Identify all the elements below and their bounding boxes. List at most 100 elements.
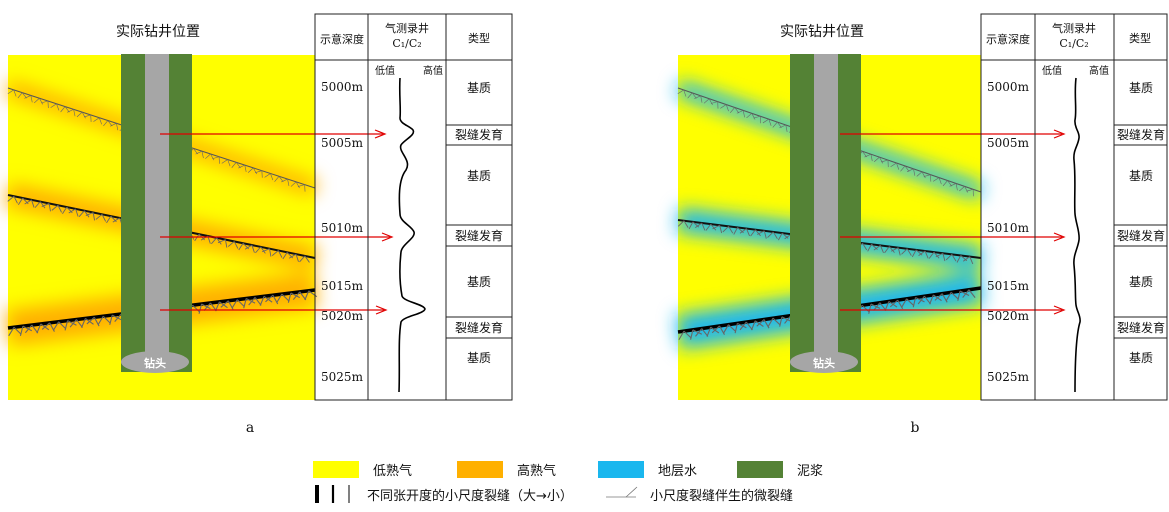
micro-fracture-tick [734,323,738,334]
micro-fracture-tick [945,292,952,302]
legend-micro: 小尺度裂缝伴生的微裂缝 [604,484,793,504]
micro-fracture-tick [683,330,692,339]
col-type: 类型 [1129,31,1151,45]
micro-fracture-tick [757,230,765,235]
micro-fracture-tick [57,205,62,213]
micro-fracture-tick [751,113,756,120]
micro-fracture-tick [730,107,735,114]
micro-fracture-tick [959,186,965,192]
micro-fracture-tick [890,247,899,252]
micro-fracture-tick [231,162,237,168]
micro-fracture-tick [81,318,86,328]
micro-fracture-tick [68,208,76,214]
type-label: 裂缝发育 [1117,320,1165,335]
drill-pipe [814,54,838,356]
micro-fracture-tick [868,303,872,314]
micro-fracture-tick [233,241,239,249]
micro-fracture-tick [772,121,778,128]
micro-fracture-tick [253,167,257,175]
micro-fracture-tick [700,95,703,103]
micro-fracture-tick [41,100,49,104]
micro-fracture-tick [304,255,310,263]
micro-fracture-tick [259,296,265,306]
micro-fracture-tick [109,123,117,127]
micro-fracture-tick [896,162,900,170]
depth-label: 5020m [321,309,364,323]
micro-fracture-tick [864,153,872,158]
micro-fracture-tick [292,291,301,300]
micro-fracture-tick [917,295,925,305]
micro-fracture-tick [41,203,50,207]
micro-fracture-tick [287,178,290,186]
panel-caption: a [246,420,254,436]
log-table [980,13,1168,401]
micro-fracture-tick [98,117,102,125]
micro-fracture-tick [962,289,970,298]
micro-fracture-tick [683,220,689,228]
legend-mud: 泥浆 [737,459,823,479]
legend-fracture-label: 不同张开度的小尺度裂缝（大→小） [367,488,573,504]
micro-fracture-tick [862,242,868,251]
micro-fracture-tick [751,320,756,331]
micro-fracture-tick [785,124,788,132]
type-label: 基质 [1129,81,1153,95]
depth-labels: 5000m 5005m 5010m 5015m 5020m 5025m [321,80,364,384]
micro-fracture-tick [942,180,948,187]
micro-fracture-tick [13,89,17,97]
micro-fracture-tick [677,89,684,94]
micro-fracture-tick [198,303,203,314]
micro-fracture-tick [720,104,727,109]
micro-fracture-tick [95,213,103,220]
micro-fracture-tick [881,159,889,163]
micro-fracture-tick [260,246,266,254]
micro-fracture-tick [918,250,926,257]
micro-fracture-tick [708,98,713,106]
micro-fracture-tick [933,251,940,259]
micro-fracture-tick [779,124,786,129]
micro-fracture-tick [19,326,24,336]
micro-fracture-tick [76,319,83,328]
depth-label: 5025m [987,370,1030,384]
micro-fracture-tick [706,327,712,337]
micro-fracture-tick [269,248,272,257]
depth-label: 5010m [321,221,364,235]
micro-fracture-tick [928,251,935,259]
micro-fracture-icon [606,486,638,498]
figure: 实际钻井位置 钻头 示意深度 气测录井 C₁/C₂ [5,13,1168,436]
type-label: 基质 [1129,351,1153,365]
micro-fracture-tick [201,151,204,159]
panel-a: 实际钻井位置 钻头 示意深度 气测录井 C₁/C₂ [5,13,513,436]
micro-fracture-tick [299,255,306,263]
micro-fracture-tick [879,245,884,253]
micro-fracture-tick [688,221,694,230]
micro-fracture-tick [264,173,271,178]
micro-fracture-tick [739,321,747,331]
micro-fracture-tick [288,253,297,259]
micro-fracture-tick [772,231,778,240]
micro-fracture-tick [201,303,211,310]
micro-fracture-tick [265,294,274,303]
micro-fracture-tick [290,181,297,187]
drill-pipe [145,54,169,356]
micro-fracture-tick [92,212,96,221]
micro-fracture-tick [750,229,756,237]
micro-fracture-tick [83,114,91,118]
micro-fracture-tick [271,250,279,256]
micro-fracture-tick [290,292,300,299]
micro-fracture-tick [942,253,946,262]
micro-fracture-tick [957,290,961,301]
micro-fracture-tick [728,324,737,332]
micro-fracture-tick [112,217,120,223]
micro-fracture-tick [912,297,917,308]
micro-fracture-tick [889,299,899,308]
micro-fracture-tick [683,89,687,97]
micro-fracture-tick [742,110,745,118]
fracture-width-icon [315,485,350,503]
micro-fracture-tick [690,329,694,340]
col-depth: 示意深度 [320,32,364,46]
micro-fracture-tick [701,222,706,231]
micro-fracture-tick [245,298,256,304]
micro-fracture-tick [692,329,703,335]
micro-fracture-tick [753,115,761,119]
